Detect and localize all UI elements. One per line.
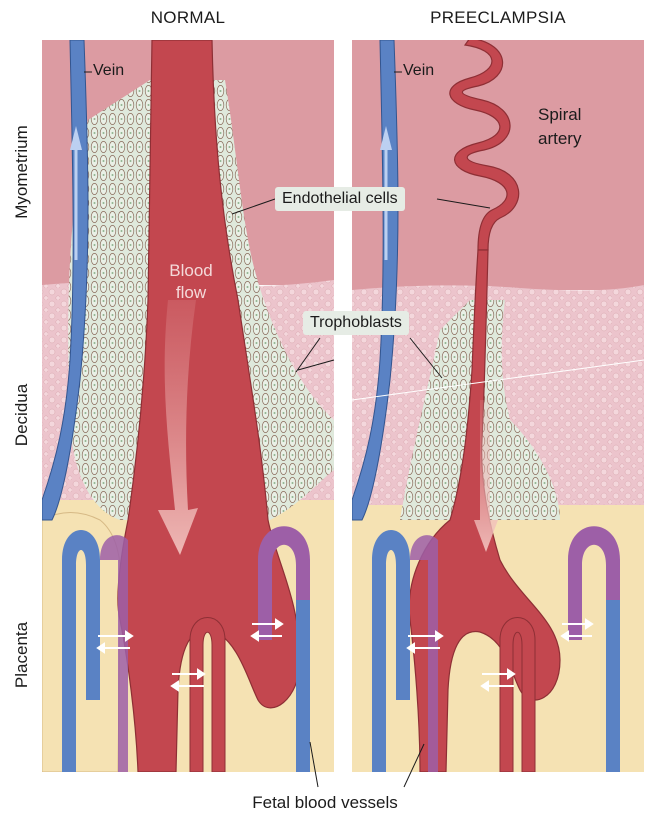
normal-panel	[42, 40, 334, 772]
spiral-artery-label-line2: artery	[538, 129, 582, 148]
trophoblasts-callout: Trophoblasts	[303, 311, 409, 335]
blood-flow-label-line1: Blood	[169, 261, 213, 280]
myometrium-layer-2	[352, 40, 644, 290]
normal-heading: NORMAL	[150, 8, 226, 27]
spiral-artery-label-line1: Spiral	[538, 105, 582, 124]
vein-label-preeclampsia: Vein	[403, 62, 435, 79]
vein-label-normal: Vein	[93, 62, 125, 79]
blood-flow-arrow-2	[474, 400, 498, 552]
preeclampsia-panel	[352, 40, 644, 772]
fetal-blood-vessels-label: Fetal blood vessels	[252, 793, 398, 812]
leader-lines	[84, 71, 645, 788]
endothelial-cells-callout: Endothelial cells	[275, 187, 405, 211]
blood-flow-label-line2: flow	[175, 283, 207, 302]
blood-flow-arrow	[158, 300, 198, 555]
blood-flow-label: Blood flow	[158, 260, 224, 304]
preeclampsia-heading: PREECLAMPSIA	[430, 8, 566, 27]
spiral-artery-label: Spiral artery	[538, 103, 581, 151]
